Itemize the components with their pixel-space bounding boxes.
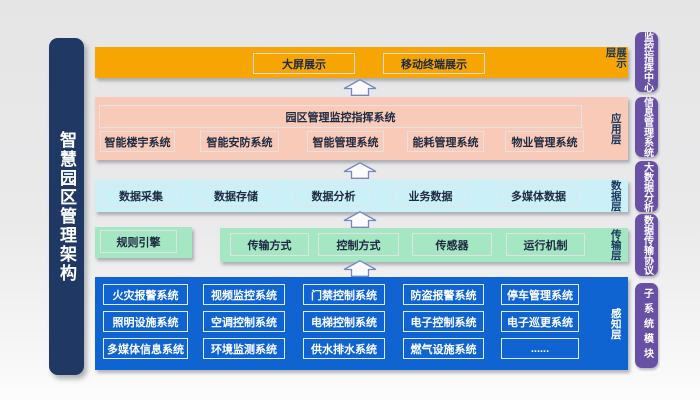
perception-box-access-control: 门禁控制系统 bbox=[303, 284, 385, 305]
application-box-property: 物业管理系统 bbox=[505, 131, 584, 152]
rule-engine-label: 规则引擎 bbox=[100, 230, 177, 253]
perception-box-multimedia-info: 多媒体信息系统 bbox=[103, 338, 188, 359]
perception-box-elevator: 电梯控制系统 bbox=[303, 311, 385, 332]
layer-label-application: 应用层 bbox=[609, 112, 622, 145]
perception-box-hvac: 空调控制系统 bbox=[203, 311, 285, 332]
up-arrow-icon bbox=[343, 79, 377, 96]
perception-box-gas: 燃气设施系统 bbox=[403, 338, 484, 359]
right-bar-data-transfer-protocol: 数据传输协议 bbox=[635, 214, 658, 276]
data-box-multimedia: 多媒体数据 bbox=[500, 185, 577, 207]
data-box-storage: 数据存储 bbox=[197, 185, 275, 207]
application-main-box: 园区管理监控指挥系统 bbox=[99, 105, 582, 128]
perception-box-more: ...... bbox=[501, 338, 579, 359]
layer-label-data: 数据层 bbox=[609, 180, 622, 212]
up-arrow-icon bbox=[343, 162, 377, 179]
data-box-analysis: 数据分析 bbox=[295, 185, 372, 207]
diagram-title: 智慧园区管理架构 bbox=[57, 130, 76, 283]
perception-box-parking: 停车管理系统 bbox=[501, 284, 579, 305]
application-box-management: 智能管理系统 bbox=[307, 131, 384, 152]
right-bar-subsystem-module: 子系统模块 bbox=[635, 283, 658, 368]
data-box-collection: 数据采集 bbox=[102, 185, 180, 207]
data-layer-band: 数据采集 数据存储 数据分析 业务数据 多媒体数据 数据层 bbox=[95, 180, 628, 212]
presentation-box-mobile-terminal: 移动终端展示 bbox=[383, 53, 485, 74]
diagram-title-banner: 智慧园区管理架构 bbox=[49, 38, 84, 375]
right-bar-information-mgmt-system: 信息管理系统 bbox=[635, 97, 658, 157]
application-layer-band: 园区管理监控指挥系统 智能楼宇系统 智能安防系统 智能管理系统 能耗管理系统 物… bbox=[95, 97, 628, 160]
layer-label-transmission: 传输层 bbox=[609, 229, 622, 261]
transmission-box-control: 控制方式 bbox=[318, 233, 399, 256]
perception-box-patrol: 电子巡更系统 bbox=[501, 311, 579, 332]
transmission-box-mechanism: 运行机制 bbox=[506, 233, 585, 256]
perception-layer-band: 火灾报警系统 视频监控系统 门禁控制系统 防盗报警系统 停车管理系统 照明设施系… bbox=[95, 277, 628, 370]
perception-box-lighting: 照明设施系统 bbox=[103, 311, 188, 332]
perception-box-water: 供水排水系统 bbox=[303, 338, 385, 359]
perception-box-electronic-ctrl: 电子控制系统 bbox=[403, 311, 484, 332]
rule-engine-box: 规则引擎 bbox=[95, 227, 192, 258]
transmission-box-mode: 传输方式 bbox=[230, 233, 309, 256]
right-bar-monitoring-command-center: 监控指挥中心 bbox=[635, 32, 658, 92]
presentation-box-big-screen: 大屏展示 bbox=[253, 53, 355, 74]
data-box-business: 业务数据 bbox=[392, 185, 469, 207]
perception-box-video-monitor: 视频监控系统 bbox=[203, 284, 285, 305]
presentation-layer-band: 大屏展示 移动终端展示 展示层 bbox=[95, 47, 628, 78]
application-box-building: 智能楼宇系统 bbox=[100, 131, 175, 152]
layer-label-perception: 感知层 bbox=[609, 307, 622, 340]
application-box-security: 智能安防系统 bbox=[200, 131, 279, 152]
application-box-energy: 能耗管理系统 bbox=[407, 131, 484, 152]
perception-box-environment: 环境监测系统 bbox=[203, 338, 285, 359]
perception-box-fire-alarm: 火灾报警系统 bbox=[103, 284, 188, 305]
perception-box-burglar-alarm: 防盗报警系统 bbox=[403, 284, 484, 305]
transmission-layer-band: 传输方式 控制方式 传感器 运行机制 传输层 bbox=[220, 228, 628, 262]
transmission-box-sensor: 传感器 bbox=[412, 233, 492, 256]
up-arrow-icon bbox=[343, 260, 377, 277]
up-arrow-icon bbox=[343, 211, 377, 228]
layer-label-presentation: 展示层 bbox=[604, 47, 628, 68]
right-bar-big-data-analysis: 大数据分析 bbox=[635, 161, 658, 212]
